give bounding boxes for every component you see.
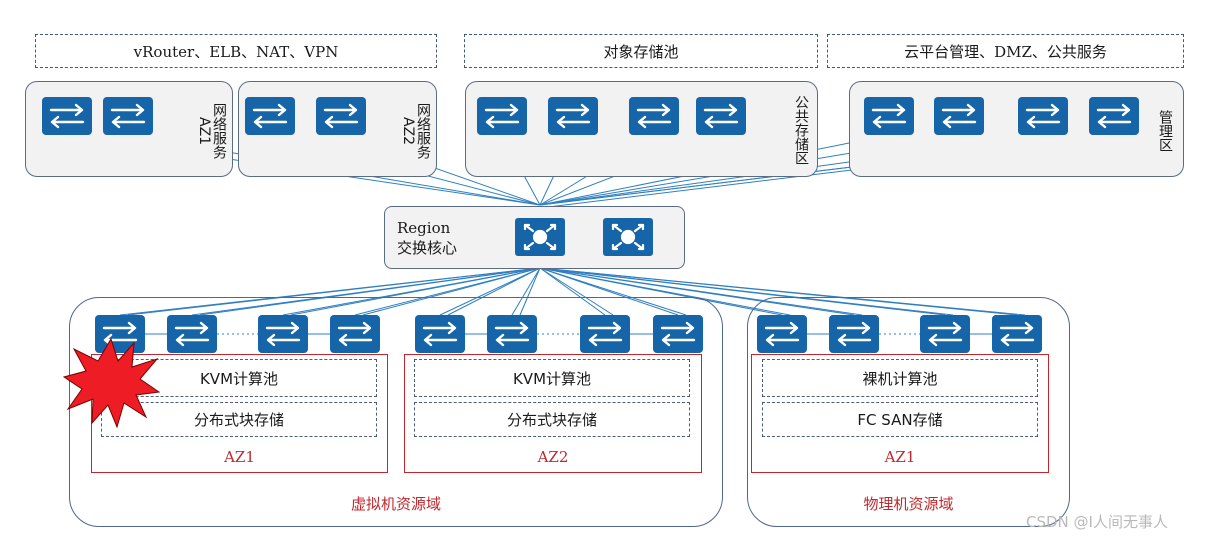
net-az2-switch-2 <box>316 97 366 135</box>
storage-switch-2 <box>548 97 598 135</box>
explosion-burst-icon <box>62 337 160 429</box>
vm-az1-storage-pool: 分布式块存储 <box>101 402 377 437</box>
downlink-b-0 <box>127 267 541 316</box>
vm-az1-switch-2 <box>167 315 217 353</box>
network-services-label: vRouter、ELB、NAT、VPN <box>35 34 437 68</box>
public-storage-label: 公共存储区 <box>793 95 809 165</box>
downlink-b-8 <box>539 267 791 316</box>
object-storage-label: 对象存储池 <box>464 34 818 68</box>
downlink-b-1 <box>199 267 541 316</box>
vm-az2-switch-1 <box>415 315 465 353</box>
pm-az1-storage-pool: FC SAN存储 <box>762 402 1038 437</box>
mgmt-switch-3 <box>1018 97 1068 135</box>
downlink-b-9 <box>539 267 863 316</box>
region-role: 交换核心 <box>397 239 458 257</box>
core-switch-2 <box>603 218 653 256</box>
storage-switch-4 <box>696 97 746 135</box>
management-label: 管理区 <box>1157 110 1173 152</box>
core-switch-1 <box>515 218 565 256</box>
mgmt-switch-4 <box>1089 97 1139 135</box>
downlink-a-6 <box>539 267 606 316</box>
vm-az1-switch-3 <box>258 315 308 353</box>
virtual-machine-domain <box>69 297 723 527</box>
region-name: Region <box>397 219 451 237</box>
pm-az1-box <box>751 354 1049 473</box>
vm-az2-storage-pool: 分布式块存储 <box>414 402 690 437</box>
mgmt-switch-2 <box>934 97 984 135</box>
pm-az1-switch-2 <box>829 315 879 353</box>
net-az2-switch-1 <box>245 97 295 135</box>
downlink-b-5 <box>519 267 541 316</box>
watermark: CSDN @I人间无事人 <box>1026 513 1168 531</box>
pm-az1-switch-3 <box>920 315 970 353</box>
pm-az1-switch-1 <box>757 315 807 353</box>
vm-az1-name: AZ1 <box>224 448 255 466</box>
vm-az2-name: AZ2 <box>537 448 569 466</box>
mgmt-switch-1 <box>864 97 914 135</box>
virtual-domain-label: 虚拟机资源域 <box>350 495 441 513</box>
downlink-b-2 <box>290 267 541 316</box>
vm-az2-switch-4 <box>653 315 703 353</box>
downlink-b-6 <box>539 267 614 316</box>
vm-az2-compute-pool: KVM计算池 <box>414 359 690 397</box>
vm-az1-switch-4 <box>330 315 380 353</box>
downlink-a-4 <box>439 267 541 316</box>
network-az2-label: 网络服务 AZ2 <box>400 103 431 159</box>
pm-az1-name: AZ1 <box>884 448 916 466</box>
vm-az2-box <box>404 354 702 473</box>
storage-switch-3 <box>629 97 679 135</box>
downlink-b-10 <box>539 267 954 316</box>
downlink-b-7 <box>539 267 687 316</box>
vm-az1-box <box>91 354 388 473</box>
net-az1-switch-2 <box>103 97 153 135</box>
pm-az1-compute-pool: 裸机计算池 <box>762 359 1038 397</box>
physical-domain-label: 物理机资源域 <box>863 495 954 513</box>
vm-az2-switch-3 <box>580 315 630 353</box>
downlink-b-11 <box>539 267 1026 316</box>
cloud-management-label: 云平台管理、DMZ、公共服务 <box>827 34 1184 68</box>
net-az1-switch-1 <box>42 97 92 135</box>
region-core-label: Region 交换核心 <box>397 218 507 260</box>
downlink-a-5 <box>511 267 541 316</box>
network-az1-label: 网络服务 AZ1 <box>196 103 227 159</box>
pm-az1-switch-4 <box>992 315 1042 353</box>
downlink-b-3 <box>362 267 541 316</box>
downlink-b-4 <box>447 267 541 316</box>
physical-machine-domain <box>747 297 1070 527</box>
vm-az2-switch-2 <box>487 315 537 353</box>
storage-switch-1 <box>477 97 527 135</box>
